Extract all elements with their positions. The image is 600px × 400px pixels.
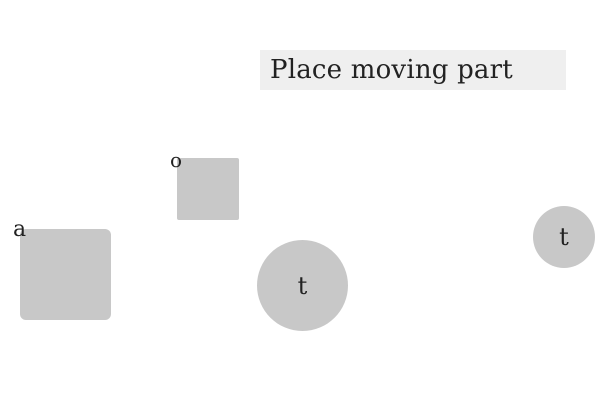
small-square-label: o (170, 148, 183, 172)
small-circle-target[interactable]: t (533, 206, 595, 268)
large-square-part[interactable] (20, 229, 111, 320)
large-circle-part[interactable]: t (257, 240, 348, 331)
small-circle-label: t (559, 223, 569, 251)
instruction-banner: Place moving part (260, 50, 566, 90)
large-circle-label: t (297, 271, 308, 300)
large-square-label: a (13, 217, 27, 242)
small-square-part[interactable] (177, 158, 239, 220)
